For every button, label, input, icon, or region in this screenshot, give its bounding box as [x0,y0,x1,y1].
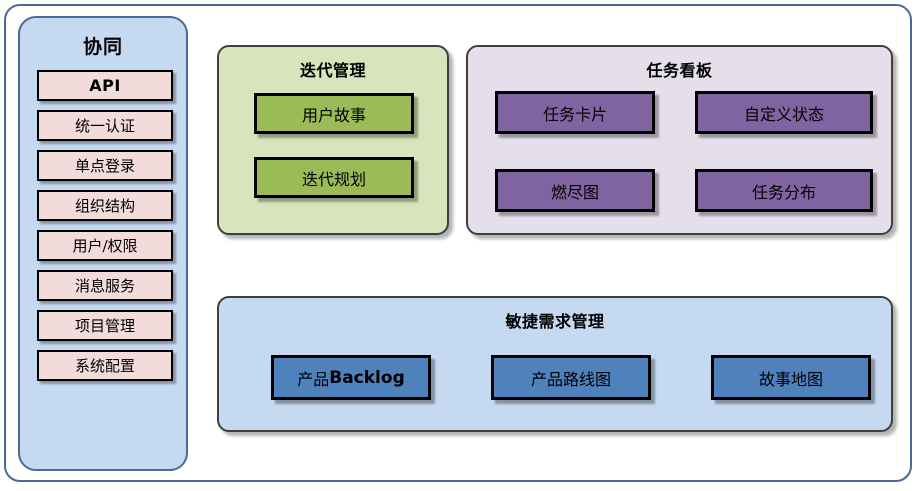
sidebar-item-api[interactable]: API [37,70,173,101]
sidebar-item-message-service[interactable]: 消息服务 [37,270,173,301]
sidebar-item-unified-auth[interactable]: 统一认证 [37,110,173,141]
sidebar-item-system-config[interactable]: 系统配置 [37,350,173,381]
node-task-distribution[interactable]: 任务分布 [695,169,873,212]
node-story-map[interactable]: 故事地图 [711,355,871,400]
node-product-backlog-latin: Backlog [329,367,405,388]
node-user-story[interactable]: 用户故事 [254,93,414,134]
panel-task-board: 任务看板 任务卡片 自定义状态 燃尽图 任务分布 [466,45,893,235]
sidebar-title: 协同 [82,36,123,58]
panel-title-task-board: 任务看板 [646,61,713,80]
node-product-backlog-cjk: 产品 [297,369,330,389]
sidebar-item-user-permission[interactable]: 用户/权限 [37,230,173,261]
panel-title-iteration-management: 迭代管理 [299,61,366,80]
sidebar-item-list: API 统一认证 单点登录 组织结构 用户/权限 消息服务 项目管理 系统配置 [37,70,173,390]
panel-title-agile-requirement-management: 敏捷需求管理 [505,312,605,331]
sidebar-item-org-structure[interactable]: 组织结构 [37,190,173,221]
node-iteration-planning[interactable]: 迭代规划 [254,157,414,198]
node-task-card[interactable]: 任务卡片 [495,91,655,134]
node-custom-status[interactable]: 自定义状态 [695,91,873,134]
sidebar-item-single-sign-on[interactable]: 单点登录 [37,150,173,181]
panel-iteration-management: 迭代管理 用户故事 迭代规划 [217,45,449,235]
sidebar-panel-collaboration: 协同 API 统一认证 单点登录 组织结构 用户/权限 消息服务 项目管理 系统… [18,16,188,471]
node-burndown-chart[interactable]: 燃尽图 [495,169,655,212]
sidebar-item-project-management[interactable]: 项目管理 [37,310,173,341]
node-product-roadmap[interactable]: 产品路线图 [491,355,651,400]
